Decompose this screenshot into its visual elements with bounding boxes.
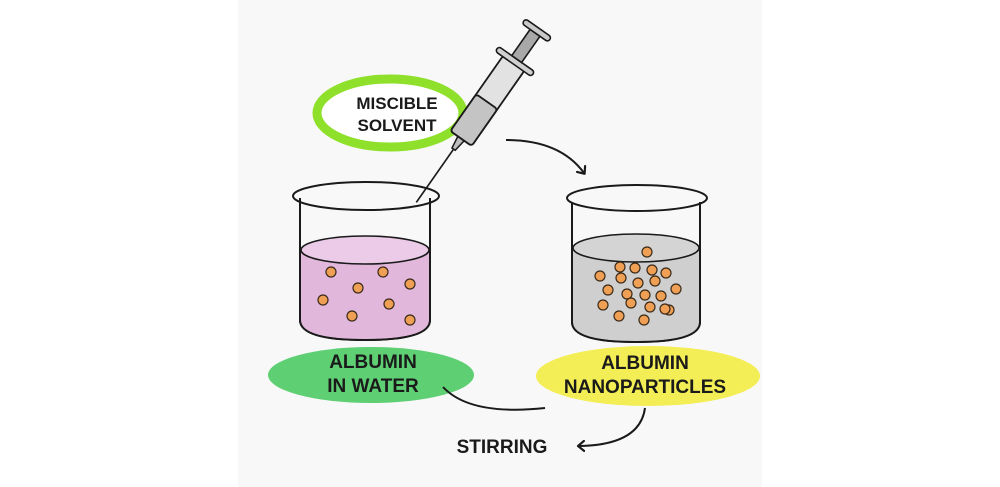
albumin-water-ellipse (268, 347, 474, 403)
albumin-water-line1: ALBUMIN (329, 352, 417, 373)
stirring-arrow (579, 407, 646, 446)
albumin-particle (597, 299, 609, 311)
albumin-water-line2: IN WATER (327, 376, 419, 397)
albumin-particle (404, 278, 416, 290)
albumin-nanoparticles-label: ALBUMIN NANOPARTICLES (536, 346, 760, 406)
albumin-particle (629, 262, 641, 274)
albumin-particle (613, 310, 625, 322)
albumin-particle (670, 283, 682, 295)
albumin-particle (614, 261, 626, 273)
nanoparticles-line1: ALBUMIN (601, 353, 689, 374)
stirring-label: STIRRING (457, 437, 548, 458)
albumin-particle (346, 310, 358, 322)
albumin-particle (644, 301, 656, 313)
albumin-particle (659, 303, 671, 315)
albumin-particle (594, 270, 606, 282)
albumin-particle (632, 277, 644, 289)
albumin-particle (639, 289, 651, 301)
right-particles (594, 246, 682, 326)
nanoparticles-ellipse (536, 346, 760, 406)
nanoparticles-line2: NANOPARTICLES (564, 377, 726, 398)
albumin-particle (641, 246, 653, 258)
left-particles (317, 266, 416, 326)
albumin-particle (621, 288, 633, 300)
albumin-in-water-label: ALBUMIN IN WATER (268, 347, 474, 403)
miscible-solvent-label: MISCIBLE SOLVENT (312, 74, 468, 152)
transfer-arrow (505, 139, 584, 173)
albumin-particle (317, 294, 329, 306)
connector-curve (442, 386, 546, 411)
albumin-particle (655, 290, 667, 302)
albumin-particle (325, 266, 337, 278)
albumin-particle (646, 264, 658, 276)
albumin-particle (615, 272, 627, 284)
syringe-icon (415, 19, 552, 203)
albumin-particle (625, 297, 637, 309)
albumin-particle (638, 314, 650, 326)
albumin-particle (383, 298, 395, 310)
solvent-ring (312, 74, 468, 152)
beaker-albumin-nanoparticles (566, 184, 708, 344)
albumin-particle (377, 266, 389, 278)
beaker-albumin-in-water (292, 181, 440, 342)
albumin-particle (602, 284, 614, 296)
solvent-label-line2: SOLVENT (357, 116, 437, 135)
albumin-particle (352, 282, 364, 294)
solvent-label-line1: MISCIBLE (356, 94, 437, 113)
albumin-particle (660, 267, 672, 279)
albumin-particle (404, 314, 416, 326)
albumin-particle (649, 275, 661, 287)
